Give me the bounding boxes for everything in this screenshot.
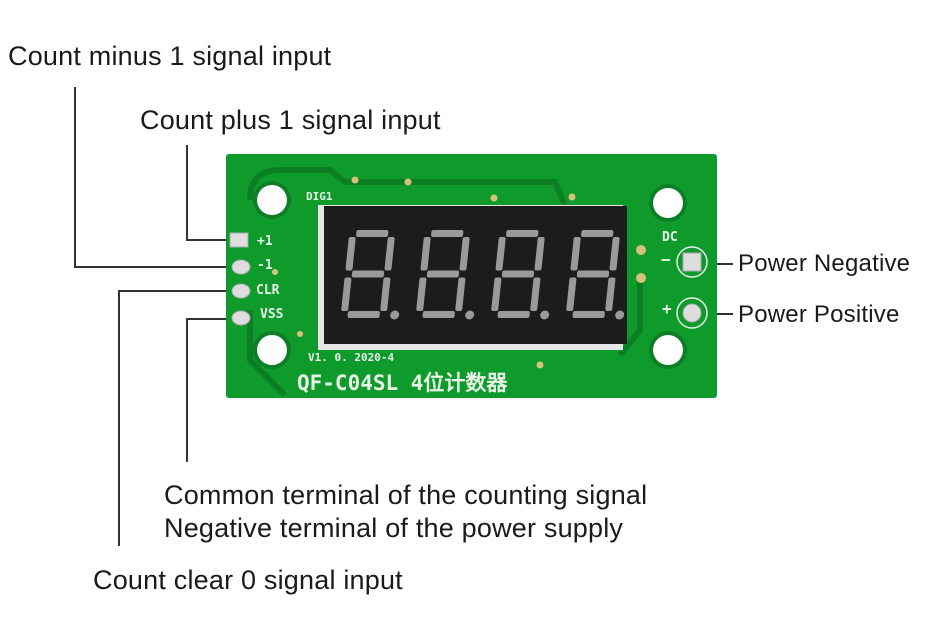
label-count-clear: Count clear 0 signal input <box>93 565 403 595</box>
model-label: QF-C04SL 4位计数器 <box>297 371 508 395</box>
leader-minus <box>74 87 236 268</box>
digit-segment <box>341 277 352 311</box>
power-positive-pad <box>682 303 702 323</box>
pin-pad-minus1 <box>231 259 251 275</box>
pin-pad-plus1 <box>229 232 249 248</box>
decimal-point <box>540 310 550 320</box>
leader-plus <box>186 145 236 241</box>
label-power-negative-terminal: Negative terminal of the power supply <box>164 513 624 543</box>
pin-pad-vss <box>231 310 251 326</box>
digit-segment <box>384 237 395 271</box>
digit-segment <box>459 237 470 271</box>
digit-segment <box>455 277 466 311</box>
decimal-point <box>615 310 625 320</box>
pin-label-clr: CLR <box>256 283 280 298</box>
label-count-plus: Count plus 1 signal input <box>140 105 441 135</box>
pcb-board: +1 -1 CLR VSS DIG1 DC − + V1. 0. 2020-4 … <box>226 154 717 398</box>
digit-segment <box>347 311 380 318</box>
digit-segment <box>581 230 614 237</box>
version-label: V1. 0. 2020-4 <box>308 351 394 364</box>
label-count-minus: Count minus 1 signal input <box>8 41 332 71</box>
pin-pad-clr <box>231 283 251 299</box>
digit-segment <box>501 270 535 278</box>
label-power-positive: Power Positive <box>738 301 900 328</box>
decimal-point <box>390 310 400 320</box>
digit-segment <box>530 277 541 311</box>
digit-segment <box>356 230 389 237</box>
display-digit <box>341 230 400 320</box>
digit-segment <box>416 277 427 311</box>
digit-segment <box>345 237 356 271</box>
digit-segment <box>351 270 385 278</box>
digit-segment <box>605 277 616 311</box>
digit-segment <box>431 230 464 237</box>
digit-segment <box>506 230 539 237</box>
power-negative-pad <box>682 252 702 272</box>
pin-label-vss: VSS <box>260 307 284 322</box>
digit-segment <box>422 311 455 318</box>
label-power-negative: Power Negative <box>738 250 911 277</box>
label-common-terminal: Common terminal of the counting signal <box>164 480 648 510</box>
dig1-label: DIG1 <box>306 190 333 203</box>
pin-label-minus1: -1 <box>257 258 273 273</box>
digit-segment <box>380 277 391 311</box>
decimal-point <box>465 310 475 320</box>
leader-vss <box>186 318 236 462</box>
display-digit <box>566 230 625 320</box>
digit-segment <box>497 311 530 318</box>
digit-segment <box>566 277 577 311</box>
pin-label-plus1: +1 <box>257 234 273 249</box>
display-digit <box>416 230 475 320</box>
digit-segment <box>576 270 610 278</box>
digit-segment <box>426 270 460 278</box>
digit-segment <box>609 237 620 271</box>
digit-segment <box>570 237 581 271</box>
digit-segment <box>534 237 545 271</box>
digit-segment <box>495 237 506 271</box>
dc-label: DC <box>662 230 678 245</box>
display-digit <box>491 230 550 320</box>
plus-mark: + <box>662 299 672 318</box>
minus-mark: − <box>661 250 671 269</box>
leader-clear <box>118 290 236 546</box>
digit-segment <box>420 237 431 271</box>
digit-segment <box>572 311 605 318</box>
digit-segment <box>491 277 502 311</box>
